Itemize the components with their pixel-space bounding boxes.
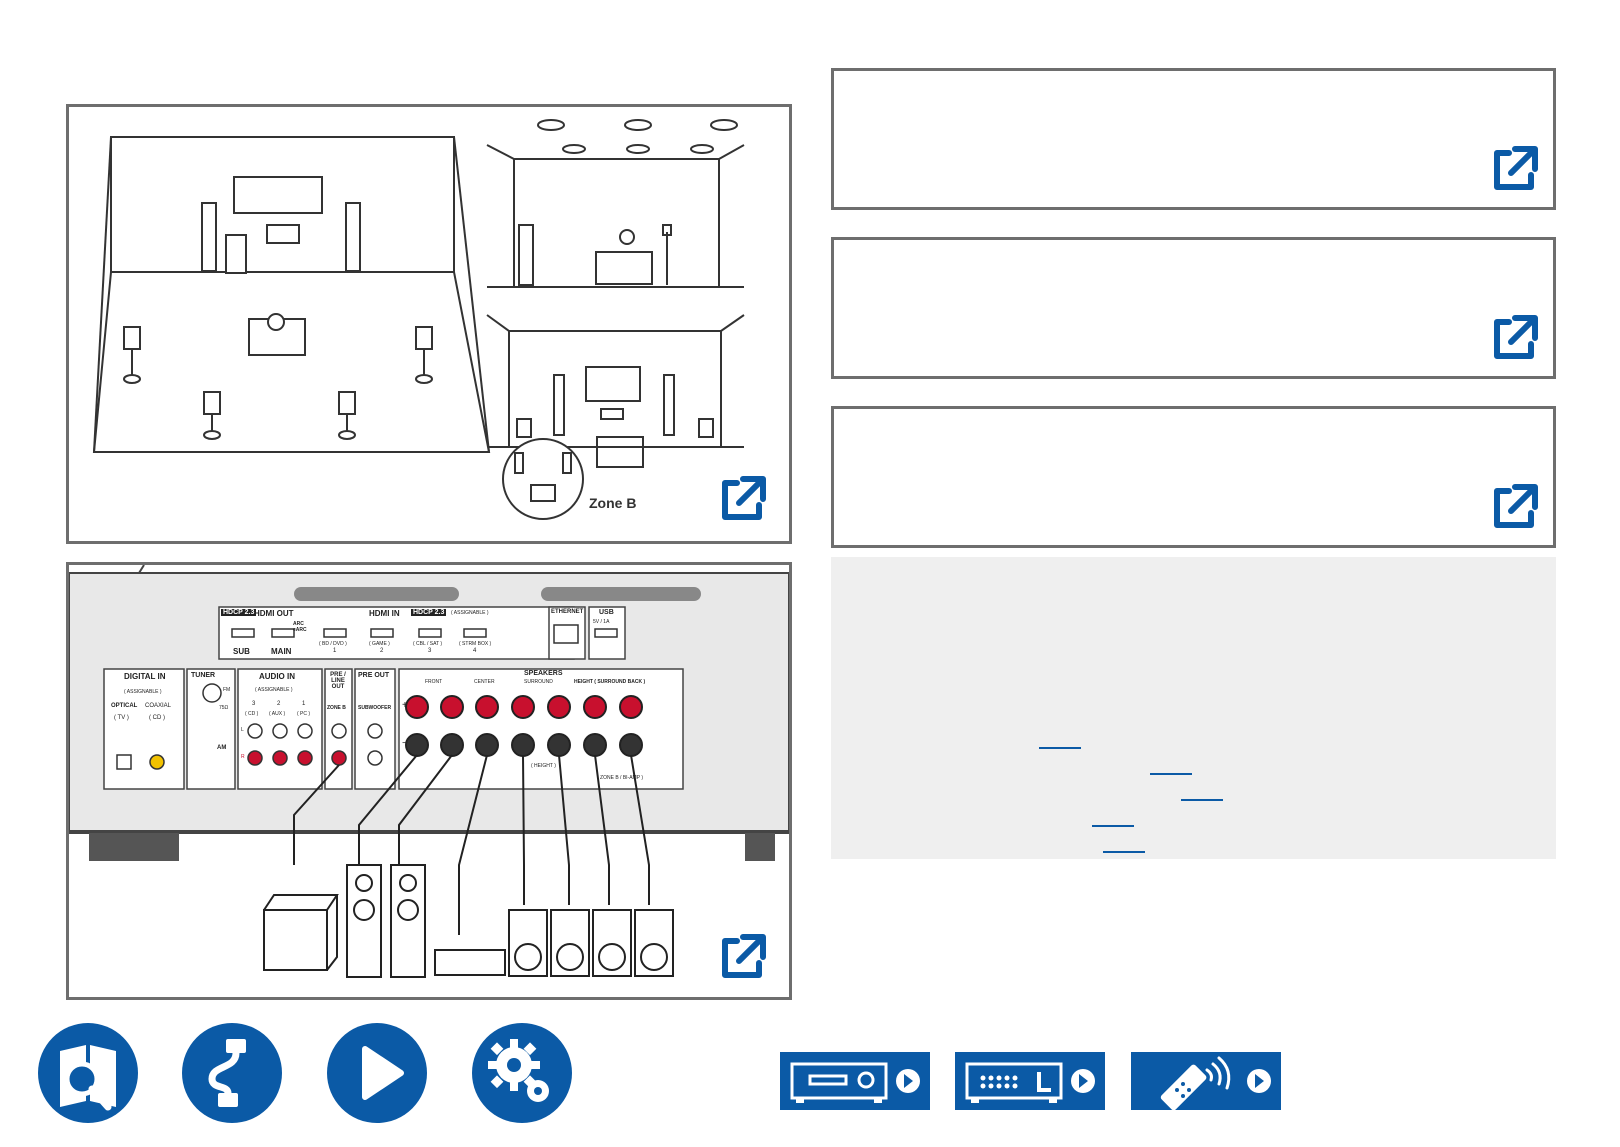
usb-label: USB [599, 609, 614, 616]
remote-control-icon [1160, 1056, 1271, 1110]
remote-control-button[interactable] [1131, 1052, 1281, 1110]
playback-button[interactable] [327, 1023, 427, 1123]
rear-panel-illustration [69, 565, 789, 978]
hdmi-in-port-3-label: ( CBL / SAT ) [413, 641, 443, 647]
connection-cable-icon [208, 1039, 246, 1107]
external-link-icon[interactable] [1487, 312, 1541, 366]
audio-in-aux-label: ( AUX ) [269, 711, 286, 717]
pre-out-label: PRE OUT [358, 672, 390, 679]
optical-sub-label: ( TV ) [114, 715, 129, 721]
tuner-label: TUNER [191, 672, 216, 679]
audio-in-assignable-label: ( ASSIGNABLE ) [255, 687, 293, 693]
receiver-front-button[interactable] [780, 1052, 930, 1110]
audio-in-pc-label: ( PC ) [297, 711, 311, 717]
pre-line-out-label: PRE / LINE OUT [330, 672, 346, 690]
hdmi-in-port-1-label: ( BD / DVD ) [319, 641, 347, 647]
hdmi-out-sub-label: SUB [233, 647, 250, 656]
hdmi-in-number-1: 1 [333, 648, 337, 654]
reference-link-5[interactable] [1103, 831, 1145, 853]
audio-in-number-3: 3 [252, 701, 256, 707]
digital-in-assignable-label: ( ASSIGNABLE ) [124, 689, 162, 695]
receiver-rear-icon [965, 1062, 1095, 1103]
reference-link-1[interactable] [1039, 727, 1081, 749]
tuner-ohm-label: 75Ω [219, 705, 229, 711]
audio-in-number-1: 1 [302, 701, 306, 707]
external-link-icon[interactable] [715, 931, 769, 985]
info-box [831, 557, 1556, 859]
subwoofer-port-label: SUBWOOFER [358, 705, 392, 711]
receiver-front-icon [790, 1062, 920, 1103]
audio-in-number-2: 2 [277, 701, 281, 707]
external-link-icon[interactable] [1487, 143, 1541, 197]
external-link-icon[interactable] [715, 473, 769, 527]
speakers-label: SPEAKERS [524, 670, 563, 677]
audio-in-l-label: L [241, 727, 244, 733]
surround-speakers-label: SURROUND [524, 679, 553, 685]
tuner-fm-label: FM [223, 687, 231, 693]
hdmi-out-label: HDMI OUT [254, 609, 294, 618]
hdmi-in-label: HDMI IN [369, 609, 400, 618]
zone-b-label: Zone B [589, 495, 637, 511]
usb-rating-label: 5V / 1A [593, 619, 610, 625]
hdmi-out-main-label: MAIN [271, 647, 292, 656]
zone-b-bi-amp-label: ( ZONE B / BI-AMP ) [597, 775, 644, 781]
ethernet-label: ETHERNET [551, 609, 584, 615]
speaker-layout-illustration [92, 119, 745, 520]
playback-icon [362, 1046, 404, 1100]
link-box-3[interactable] [831, 406, 1556, 548]
hdmi-in-number-2: 2 [380, 648, 384, 654]
link-box-1[interactable] [831, 68, 1556, 210]
front-speakers-label: FRONT [425, 679, 443, 685]
reference-link-2[interactable] [1150, 753, 1192, 775]
plus-terminal-label: + [402, 700, 408, 711]
hdmi-out-hdcp-label: HDCP 2.3 [221, 609, 257, 616]
link-box-2[interactable] [831, 237, 1556, 379]
settings-gear-icon [488, 1039, 549, 1102]
receiver-rear-button[interactable] [955, 1052, 1105, 1110]
manual-search-icon [60, 1045, 116, 1111]
audio-in-label: AUDIO IN [259, 672, 295, 681]
hdmi-in-number-3: 3 [428, 648, 432, 654]
settings-button[interactable] [472, 1023, 572, 1123]
coaxial-sub-label: ( CD ) [149, 715, 165, 721]
rear-panel-diagram: HDCP 2.3 HDMI OUT ARC eARC SUB MAIN HDMI… [66, 562, 792, 1000]
hdmi-in-number-4: 4 [473, 648, 477, 654]
tuner-am-label: AM [217, 745, 227, 751]
minus-terminal-label: − [402, 738, 408, 749]
audio-in-r-label: R [241, 754, 245, 760]
audio-in-cd-label: ( CD ) [245, 711, 259, 717]
speaker-layout-diagram: Zone B [66, 104, 792, 544]
manual-search-button[interactable] [38, 1023, 138, 1123]
reference-link-3[interactable] [1181, 779, 1223, 801]
hdmi-in-port-4-label: ( STRM BOX ) [459, 641, 492, 647]
center-speaker-label: CENTER [474, 679, 495, 685]
hdmi-in-port-2-label: ( GAME ) [369, 641, 390, 647]
hdmi-out-arc-label: ARC eARC [293, 621, 307, 633]
height-sub-label: ( HEIGHT ) [531, 763, 556, 769]
optical-label: OPTICAL [111, 703, 138, 709]
height-speakers-label: HEIGHT ( SURROUND BACK ) [574, 679, 646, 685]
reference-link-4[interactable] [1092, 805, 1134, 827]
digital-in-label: DIGITAL IN [124, 672, 166, 681]
hdmi-in-hdcp-label: HDCP 2.3 [411, 609, 447, 616]
hdmi-in-assignable-label: ( ASSIGNABLE ) [451, 610, 489, 616]
connection-button[interactable] [182, 1023, 282, 1123]
external-link-icon[interactable] [1487, 481, 1541, 535]
coaxial-label: COAXIAL [145, 703, 172, 709]
zone-b-port-label: ZONE B [327, 705, 346, 711]
